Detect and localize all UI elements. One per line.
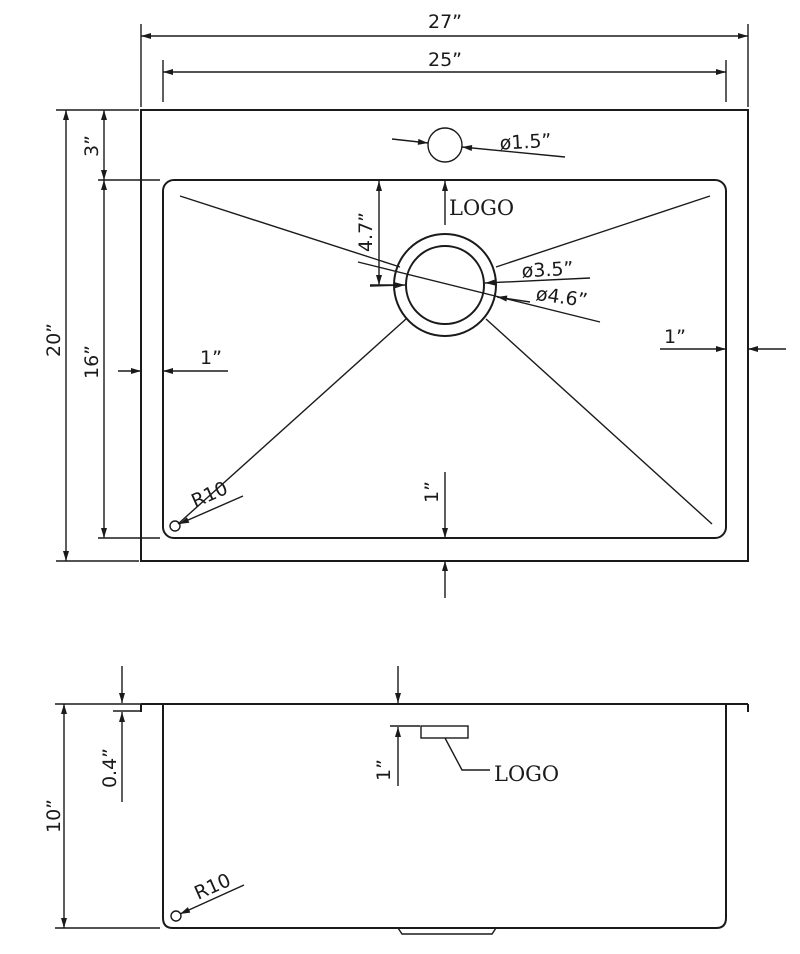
dim-overall-width: 27”	[140, 11, 749, 107]
dim-logo-offset: 1”	[373, 666, 420, 786]
dim-drain-offset: 4.7”	[355, 181, 400, 286]
dim-label: 1”	[664, 326, 686, 348]
dim-label: 27”	[428, 11, 462, 33]
corner-radius-callout: R10	[169, 477, 244, 532]
side-view: 10” 0.4” 1” LOGO R10	[43, 666, 749, 935]
dim-label: 16”	[81, 345, 103, 379]
drain-outlet	[397, 927, 497, 935]
logo-callout: LOGO	[442, 181, 514, 225]
dim-flange: 0.4”	[99, 666, 140, 802]
dim-label: 20”	[43, 323, 65, 357]
dim-overall-depth: 20”	[43, 109, 139, 562]
dim-label: 1”	[373, 759, 395, 781]
top-view: 27” 25” 20” 3” 16”	[43, 11, 786, 598]
dim-label: 25”	[428, 49, 462, 71]
drain: ø3.5” ø4.6”	[177, 195, 713, 525]
dim-rear-deck: 3”	[81, 110, 160, 181]
dim-label: 1”	[421, 481, 443, 503]
logo-callout: LOGO	[420, 725, 559, 786]
logo-label: LOGO	[494, 762, 559, 786]
logo-label: LOGO	[449, 196, 514, 220]
dim-left-margin: 1”	[118, 347, 228, 374]
dim-label: ø3.5”	[521, 258, 574, 283]
dim-label: 3”	[81, 135, 103, 157]
dim-right-margin: 1”	[660, 326, 786, 352]
dim-bowl-width: 25”	[162, 49, 727, 102]
dim-label: 1”	[200, 347, 222, 369]
dim-label: 10”	[43, 799, 65, 833]
dim-front-margin: 1”	[421, 472, 448, 598]
corner-radius-callout: R10	[170, 869, 245, 922]
dim-label: 4.7”	[355, 212, 377, 252]
dim-label: 0.4”	[99, 748, 121, 788]
faucet-hole: ø1.5”	[391, 127, 566, 163]
dim-height: 10”	[43, 703, 160, 929]
dim-label: ø1.5”	[499, 130, 552, 155]
dim-bowl-depth: 16”	[81, 180, 160, 539]
